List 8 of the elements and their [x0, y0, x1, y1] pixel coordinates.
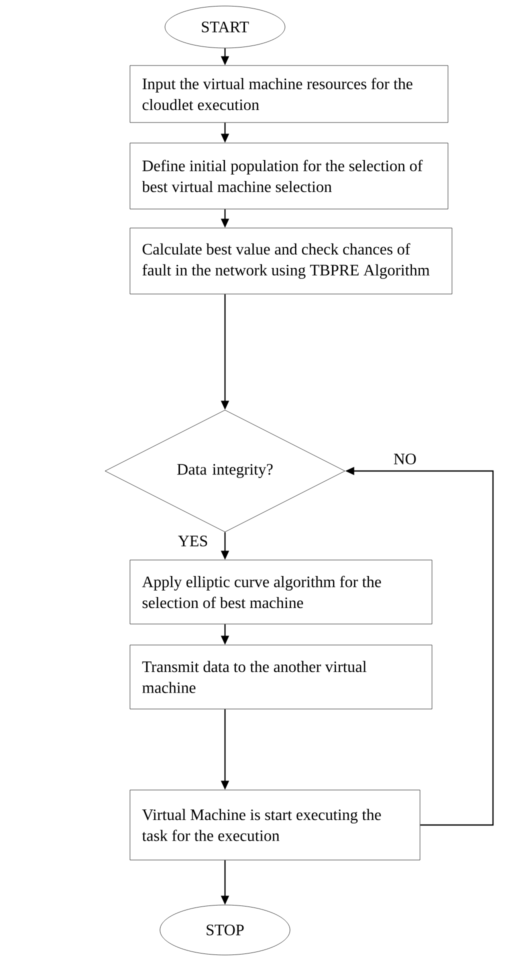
edge-label: NO [394, 454, 416, 464]
process-box: Input the virtual machine resources for the cloudlet execution [130, 65, 448, 123]
process-box: Transmit data to the another virtual machine [130, 644, 432, 710]
edge-label: YES [178, 536, 208, 546]
process-box: Apply elliptic curve algorithm for the selection of best machine [130, 560, 432, 624]
process-box: Virtual Machine is start executing the task for the execution [130, 790, 420, 860]
process-box: Define initial population for the selection of best virtual machine selection [130, 142, 448, 210]
process-box: Calculate best value and check chances of fault in the network using TBPRE Algorithm [130, 228, 452, 294]
